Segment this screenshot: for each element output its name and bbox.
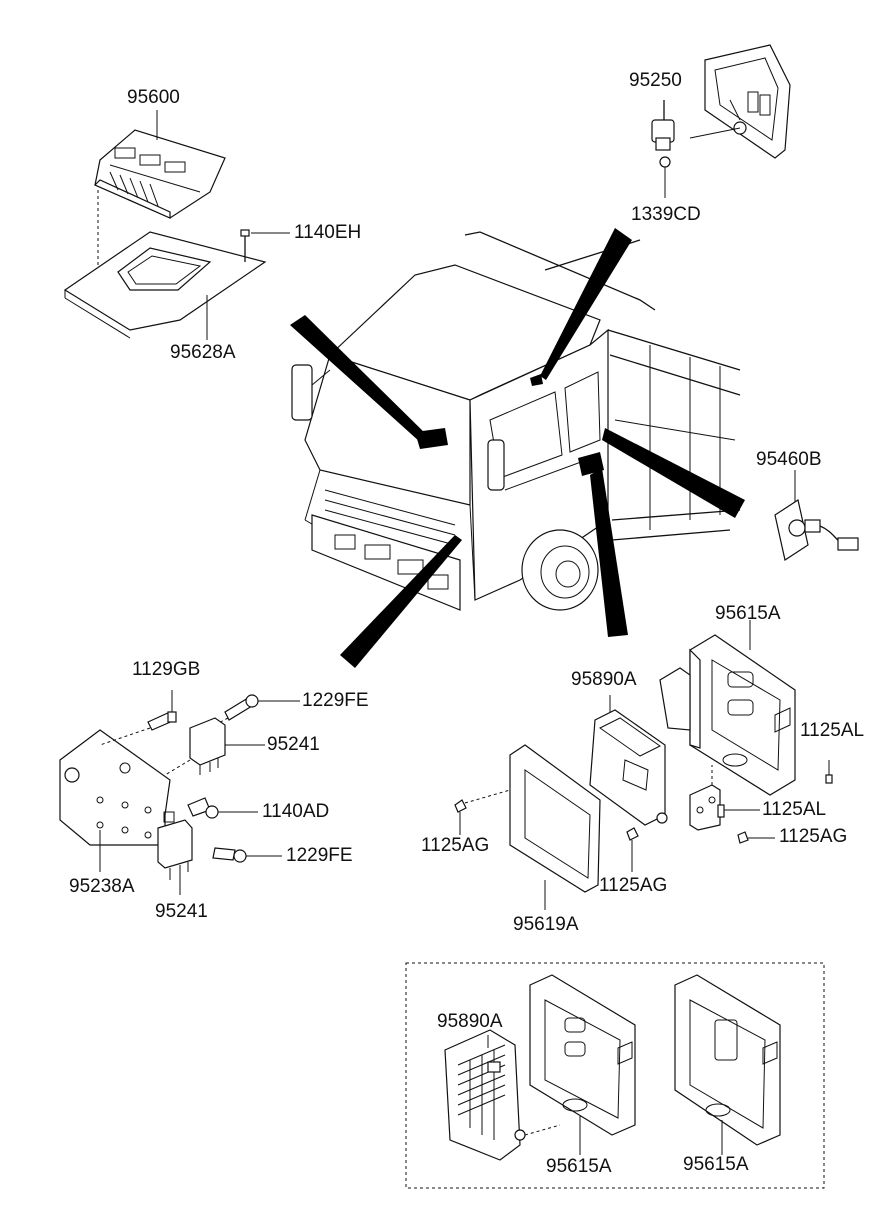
screw-1140eh bbox=[240, 229, 290, 262]
bolt-1229fe-bottom bbox=[212, 847, 282, 863]
label-95890a-main: 95890A bbox=[571, 669, 637, 690]
ecu-bracket-95628a bbox=[63, 231, 267, 340]
label-1125ag-center: 1125AG bbox=[599, 875, 668, 896]
label-1125al-right: 1125AL bbox=[800, 720, 865, 741]
module-95890a-main bbox=[589, 695, 668, 826]
label-95250: 95250 bbox=[629, 70, 682, 91]
label-95600: 95600 bbox=[127, 87, 180, 108]
hinge-bracket bbox=[689, 765, 721, 831]
relay-95241-bottom bbox=[157, 811, 193, 895]
label-95615a-inset-right: 95615A bbox=[683, 1154, 749, 1175]
label-1129gb: 1129GB bbox=[132, 659, 201, 680]
label-95615a-main: 95615A bbox=[715, 603, 781, 624]
screw-1125ag-left bbox=[454, 789, 511, 835]
label-95628a: 95628A bbox=[170, 342, 236, 363]
screw-1125al-mid bbox=[717, 804, 760, 818]
label-1125ag-right: 1125AG bbox=[779, 826, 848, 847]
relay-95241-top bbox=[164, 717, 265, 776]
bolt-1140ad bbox=[187, 797, 258, 819]
label-95241-bottom: 95241 bbox=[155, 901, 208, 922]
label-1125al-mid: 1125AL bbox=[762, 799, 827, 820]
label-95890a-inset: 95890A bbox=[437, 1011, 503, 1032]
connector-95460b bbox=[774, 470, 859, 561]
label-1125ag-left: 1125AG bbox=[421, 835, 490, 856]
screw-1125ag-right bbox=[737, 831, 775, 844]
box-95615a-inset-right bbox=[674, 974, 781, 1155]
ecu-module-95600 bbox=[93, 110, 226, 219]
label-95238a: 95238A bbox=[69, 876, 135, 897]
label-1140ad: 1140AD bbox=[262, 801, 330, 822]
sensor-assembly-95250 bbox=[651, 44, 791, 198]
plate-95619a bbox=[509, 744, 601, 910]
box-95615a-inset-left bbox=[529, 974, 636, 1155]
label-1229fe-top: 1229FE bbox=[302, 690, 369, 711]
bolt-1129gb bbox=[99, 690, 177, 746]
label-95460b: 95460B bbox=[756, 449, 822, 470]
module-95890a-inset bbox=[444, 1029, 561, 1161]
location-pointers bbox=[290, 228, 745, 668]
truck-illustration bbox=[291, 231, 741, 611]
screw-1125al-right bbox=[825, 760, 833, 784]
screw-1125ag-center bbox=[626, 827, 639, 872]
label-95615a-inset-left: 95615A bbox=[546, 1156, 612, 1177]
label-95619a: 95619A bbox=[513, 914, 579, 935]
relay-bracket-95238a bbox=[59, 729, 171, 872]
box-95615a-main bbox=[659, 620, 796, 796]
inset-frame bbox=[405, 962, 825, 1189]
label-1229fe-bottom: 1229FE bbox=[286, 845, 353, 866]
label-1140eh: 1140EH bbox=[294, 222, 362, 243]
label-95241-top: 95241 bbox=[267, 734, 320, 755]
label-1339cd: 1339CD bbox=[631, 204, 701, 225]
